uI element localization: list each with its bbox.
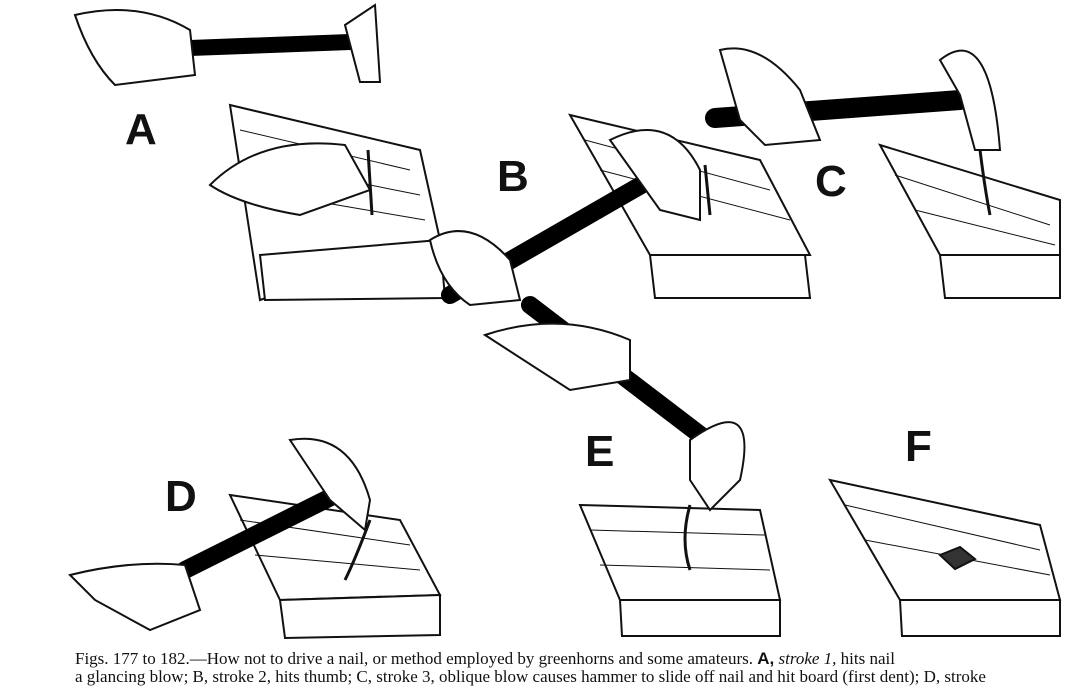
figure-label-b: B	[497, 152, 529, 201]
figure-label-c: C	[815, 157, 847, 206]
dent-mark	[938, 545, 977, 571]
caption-text: Figs. 177 to 182.—How not to drive a nai…	[75, 649, 753, 668]
board-c	[877, 143, 1061, 299]
nails	[343, 149, 992, 581]
board-f	[827, 478, 1062, 637]
caption-suffix: hits nail	[840, 649, 895, 668]
figure-label-e: E	[585, 427, 615, 476]
board-e	[578, 503, 782, 637]
hammer-heads	[288, 3, 1002, 532]
hands	[68, 9, 822, 632]
caption-line-1: Figs. 177 to 182.—How not to drive a nai…	[75, 649, 1080, 669]
caption-stroke: stroke 1,	[778, 649, 837, 668]
caption-a: A,	[757, 649, 775, 668]
caption-line-2: a glancing blow; B, stroke 2, hits thumb…	[75, 667, 986, 686]
figure-label-d: D	[165, 472, 197, 521]
figure-label-f: F	[905, 422, 932, 471]
figure-label-a: A	[125, 105, 157, 154]
board-d	[228, 493, 442, 640]
